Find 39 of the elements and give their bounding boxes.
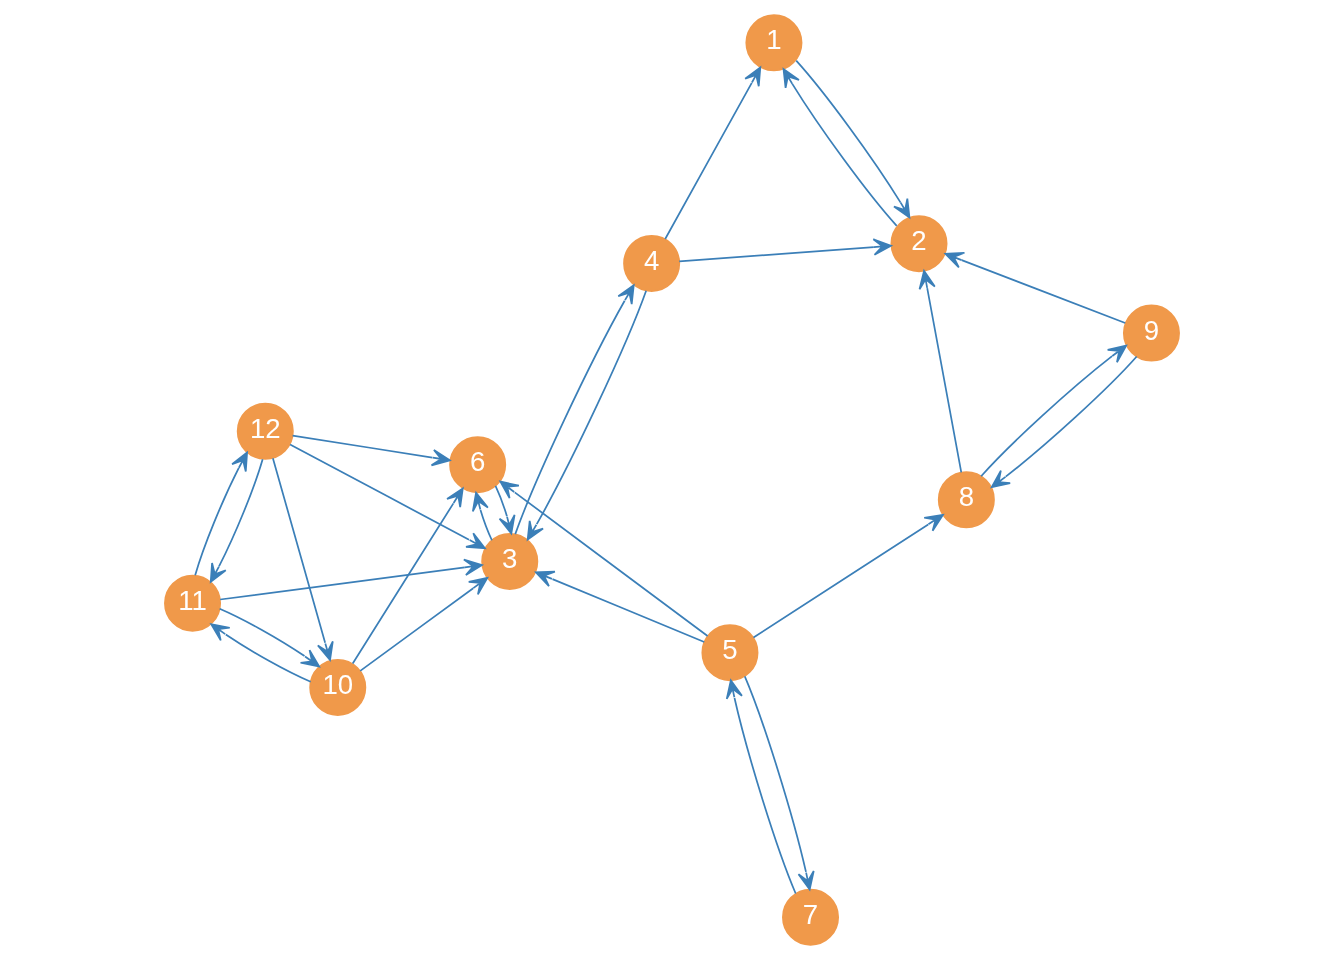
arrow [725, 679, 797, 895]
arrow [210, 623, 312, 683]
arrow [795, 59, 911, 219]
node-circle: 5 [701, 624, 759, 682]
arrow [980, 344, 1127, 478]
arrow [752, 514, 944, 639]
node-circle: 4 [623, 234, 681, 292]
arrow [499, 480, 709, 637]
arrow [209, 458, 264, 583]
node-circle: 8 [937, 471, 995, 529]
arrow [990, 355, 1138, 489]
node-circle: 6 [449, 436, 507, 494]
arrow [535, 570, 706, 643]
arrow [918, 270, 963, 474]
arrow [289, 443, 486, 550]
arrow [494, 485, 516, 535]
node-circle: 9 [1122, 304, 1180, 362]
arrow [194, 451, 248, 577]
arrow [272, 457, 334, 661]
arrow [678, 238, 892, 263]
node-circle: 1 [745, 14, 803, 72]
node-circle: 11 [164, 574, 222, 632]
arrow [351, 487, 464, 665]
node-circle: 3 [481, 532, 539, 590]
arrow [514, 284, 635, 535]
node-circle: 10 [309, 658, 367, 716]
arrow [218, 607, 320, 668]
arrow [291, 434, 451, 467]
arrow [219, 558, 483, 601]
node-circle: 2 [890, 215, 948, 273]
arrow [782, 68, 898, 227]
arrow [944, 251, 1127, 324]
node-circle: 7 [782, 888, 839, 946]
arrow [359, 577, 489, 672]
node-circle: 12 [236, 402, 294, 460]
arrow [471, 491, 493, 542]
arrow [526, 289, 647, 541]
arrow [743, 675, 815, 891]
arrow [664, 66, 762, 240]
